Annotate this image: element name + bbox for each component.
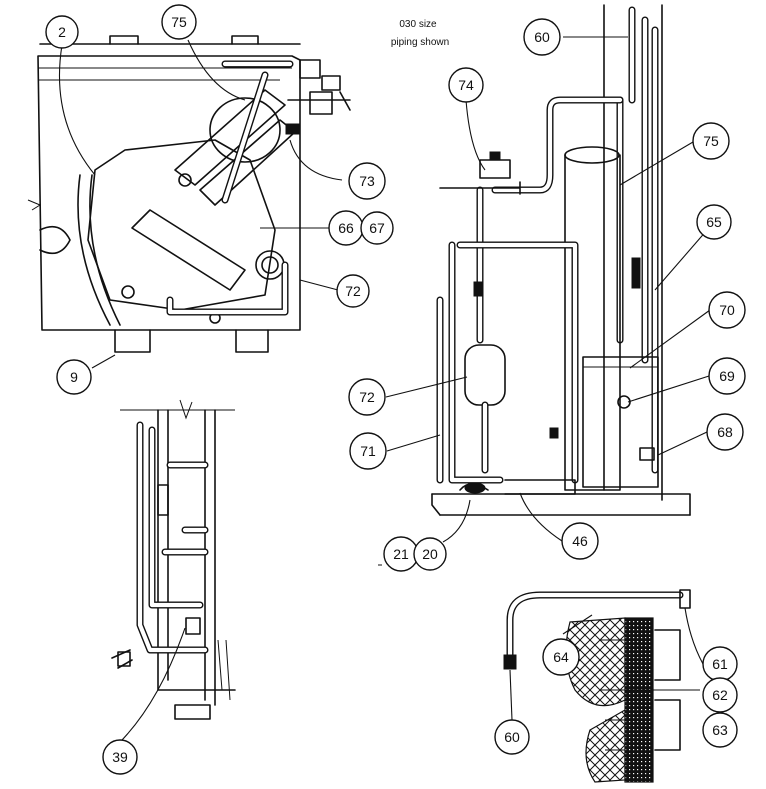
callout-63-label: 63 xyxy=(712,722,728,738)
callout-75-right-label: 75 xyxy=(703,133,719,149)
callout-60-top: 60 xyxy=(523,18,561,56)
callout-66: 66 xyxy=(328,210,364,246)
callout-2: 2 xyxy=(45,15,79,49)
callout-39: 39 xyxy=(102,739,138,775)
size-note: 030 size piping shown xyxy=(391,19,449,48)
callout-65-label: 65 xyxy=(706,214,722,230)
callout-75-right: 75 xyxy=(692,122,730,160)
callout-74-label: 74 xyxy=(458,77,474,93)
callout-71: 71 xyxy=(349,432,387,470)
callout-20-label: 20 xyxy=(422,546,438,562)
callout-20: 20 xyxy=(413,537,447,571)
callout-71-label: 71 xyxy=(360,443,376,459)
callout-73: 73 xyxy=(348,162,386,200)
callouts: 2 75 73 66 67 72 9 60 74 75 65 70 69 72 … xyxy=(45,4,746,775)
callout-66-label: 66 xyxy=(338,220,354,236)
callout-64: 64 xyxy=(542,638,580,676)
callout-72-mid-label: 72 xyxy=(359,389,375,405)
callout-75-top: 75 xyxy=(161,4,197,40)
callout-39-label: 39 xyxy=(112,749,128,765)
callout-63: 63 xyxy=(702,712,738,748)
callout-64-label: 64 xyxy=(553,649,569,665)
callout-46-label: 46 xyxy=(572,533,588,549)
callout-74: 74 xyxy=(448,67,484,103)
callout-62-label: 62 xyxy=(712,687,728,703)
callout-70-label: 70 xyxy=(719,302,735,318)
callout-9: 9 xyxy=(56,359,92,395)
callout-60-bottom: 60 xyxy=(494,719,530,755)
callout-46: 46 xyxy=(561,522,599,560)
callout-67: 67 xyxy=(360,211,394,245)
callout-69: 69 xyxy=(708,357,746,395)
callout-68: 68 xyxy=(706,413,744,451)
callout-60-bottom-label: 60 xyxy=(504,729,520,745)
coil-detail xyxy=(503,589,700,783)
callout-72-mid: 72 xyxy=(348,378,386,416)
front-view-assembly xyxy=(378,4,691,566)
callout-62: 62 xyxy=(702,677,738,713)
callout-72-top: 72 xyxy=(336,274,370,308)
callout-61: 61 xyxy=(702,646,738,682)
callout-67-label: 67 xyxy=(369,220,385,236)
callout-73-label: 73 xyxy=(359,173,375,189)
side-view-assembly xyxy=(111,399,236,720)
callout-2-label: 2 xyxy=(58,24,66,40)
callout-68-label: 68 xyxy=(717,424,733,440)
leader-lines xyxy=(59,36,715,741)
note-line1: 030 size xyxy=(399,19,437,30)
top-view-assembly xyxy=(27,35,351,353)
callout-9-label: 9 xyxy=(70,369,78,385)
callout-70: 70 xyxy=(708,291,746,329)
callout-21-label: 21 xyxy=(393,546,409,562)
callout-75-top-label: 75 xyxy=(171,14,187,30)
callout-65: 65 xyxy=(696,204,732,240)
callout-60-top-label: 60 xyxy=(534,29,550,45)
callout-61-label: 61 xyxy=(712,656,728,672)
callout-21: 21 xyxy=(383,536,419,572)
note-line2: piping shown xyxy=(391,37,449,48)
callout-72-top-label: 72 xyxy=(345,283,361,299)
callout-69-label: 69 xyxy=(719,368,735,384)
